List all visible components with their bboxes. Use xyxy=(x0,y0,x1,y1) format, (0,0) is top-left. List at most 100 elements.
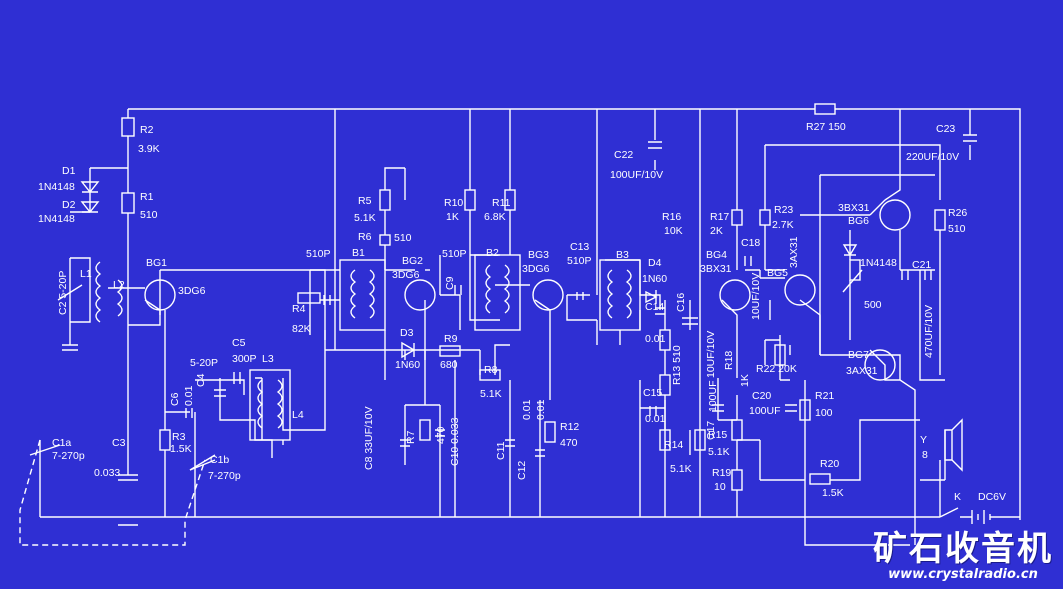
label-r2: R2 xyxy=(140,124,154,136)
label-yv: 8 xyxy=(922,449,928,461)
label-bg4: BG4 xyxy=(706,249,727,261)
label-p500: 500 xyxy=(864,299,882,311)
label-c17: C17 xyxy=(705,421,717,440)
label-r17: R17 xyxy=(710,211,729,223)
label-r20v: 1.5K xyxy=(822,487,844,499)
label-c12: C12 xyxy=(516,461,528,480)
label-c21: C21 xyxy=(912,259,931,271)
watermark-url: www.crystalradio.cn xyxy=(888,567,1038,582)
label-bg1v: 3DG6 xyxy=(178,285,206,297)
label-c4: C4 xyxy=(195,373,207,387)
label-c1av: 7-270p xyxy=(52,450,85,462)
label-c5: C5 xyxy=(232,337,246,349)
label-r9: R9 xyxy=(444,333,458,345)
label-r7: R7 xyxy=(405,430,417,444)
label-c14v: 0.01 xyxy=(645,333,666,345)
watermark: 矿石收音机 www.crystalradio.cn xyxy=(873,531,1053,583)
label-c4v: 5-20P xyxy=(190,357,218,369)
label-r23v: 2.7K xyxy=(772,219,794,231)
label-bg6: BG6 xyxy=(848,215,869,227)
label-c23: C23 xyxy=(936,123,955,135)
label-d3: D3 xyxy=(400,327,414,339)
label-d4v: 1N60 xyxy=(642,273,667,285)
label-bg7: BG7 xyxy=(848,349,869,361)
label-c11: C11 xyxy=(495,441,507,460)
label-r9v: 680 xyxy=(440,359,458,371)
label-c16: C16 xyxy=(675,293,687,312)
label-l3: L3 xyxy=(262,353,274,365)
label-c6v: 0.01 xyxy=(183,385,195,406)
label-c1b: C1b xyxy=(210,454,229,466)
label-bg1: BG1 xyxy=(146,257,167,269)
label-c23v: 220UF/10V xyxy=(906,151,959,163)
label-r4: R4 xyxy=(292,303,306,315)
label-bg5v: 3AX31 xyxy=(788,236,800,268)
label-b3: B3 xyxy=(616,249,629,261)
label-c5v: 300P xyxy=(232,353,257,365)
label-bg5: BG5 xyxy=(767,267,788,279)
label-r10v: 1K xyxy=(446,211,459,223)
label-r21v: 100 xyxy=(815,407,833,419)
label-l4: L4 xyxy=(292,409,304,421)
label-r6: R6 xyxy=(358,231,372,243)
label-c22v: 100UF/10V xyxy=(610,169,663,181)
label-r5: R5 xyxy=(358,195,372,207)
label-r15v: 5.1K xyxy=(708,446,730,458)
label-r8v: 5.1K xyxy=(480,388,502,400)
label-b1: B1 xyxy=(352,247,365,259)
label-c22: C22 xyxy=(614,149,633,161)
label-c15v: 0.01 xyxy=(645,413,666,425)
label-c3: C3 xyxy=(112,437,126,449)
label-r14v: 5.1K xyxy=(670,463,692,475)
label-d1n4148: 1N4148 xyxy=(860,257,897,269)
label-l2: L2 xyxy=(113,279,125,291)
label-r18v: 1K xyxy=(739,374,751,387)
label-r20: R20 xyxy=(820,458,839,470)
label-c2: C2 5-20P xyxy=(57,271,69,315)
label-c21v: 470UF/10V xyxy=(923,305,935,358)
label-r23: R23 xyxy=(774,204,793,216)
label-c13v: 510P xyxy=(567,255,592,267)
label-r4v: 82K xyxy=(292,323,311,335)
label-bg2v: 3DG6 xyxy=(392,269,420,281)
label-r12v: 470 xyxy=(560,437,578,449)
label-r3: R3 xyxy=(172,431,186,443)
label-bg3: BG3 xyxy=(528,249,549,261)
label-r5v: 5.1K xyxy=(354,212,376,224)
label-c9v: 510P xyxy=(442,248,467,260)
label-k: K xyxy=(954,491,961,503)
label-c8: C8 33UF/10V xyxy=(363,406,375,470)
label-r19v: 10 xyxy=(714,481,726,493)
label-r26: R26 xyxy=(948,207,967,219)
label-c9: C9 xyxy=(444,276,456,290)
label-r3v: 1.5K xyxy=(170,443,192,455)
label-c11v: 0.01 xyxy=(521,399,533,420)
label-c1a: C1a xyxy=(52,437,71,449)
label-r18: R18 xyxy=(723,351,735,370)
label-c17v: 100UF xyxy=(707,380,719,412)
label-d3v: 1N60 xyxy=(395,359,420,371)
label-dc: DC6V xyxy=(978,491,1006,503)
label-r26v: 510 xyxy=(948,223,966,235)
label-c3v: 0.033 xyxy=(94,467,120,479)
label-r27: R27 150 xyxy=(806,121,846,133)
label-r2v: 3.9K xyxy=(138,143,160,155)
label-r11: R11 xyxy=(492,197,511,209)
circuit-wiring xyxy=(19,108,1021,546)
label-y: Y xyxy=(920,434,927,446)
label-c19v: 10UF/10V xyxy=(750,273,762,320)
label-r22: R22 20K xyxy=(756,363,797,375)
label-r1: R1 xyxy=(140,191,154,203)
label-r8: R8 xyxy=(484,364,498,376)
label-c12v: 0.01 xyxy=(535,399,547,420)
label-c16v: 10UF/10V xyxy=(705,331,717,378)
label-r14: R14 xyxy=(664,439,683,451)
label-c15: C15 xyxy=(643,387,662,399)
label-c1bv: 7-270p xyxy=(208,470,241,482)
watermark-title: 矿石收音机 xyxy=(873,529,1053,569)
label-r11v: 6.8K xyxy=(484,211,506,223)
label-r7v: 470 xyxy=(435,426,447,444)
